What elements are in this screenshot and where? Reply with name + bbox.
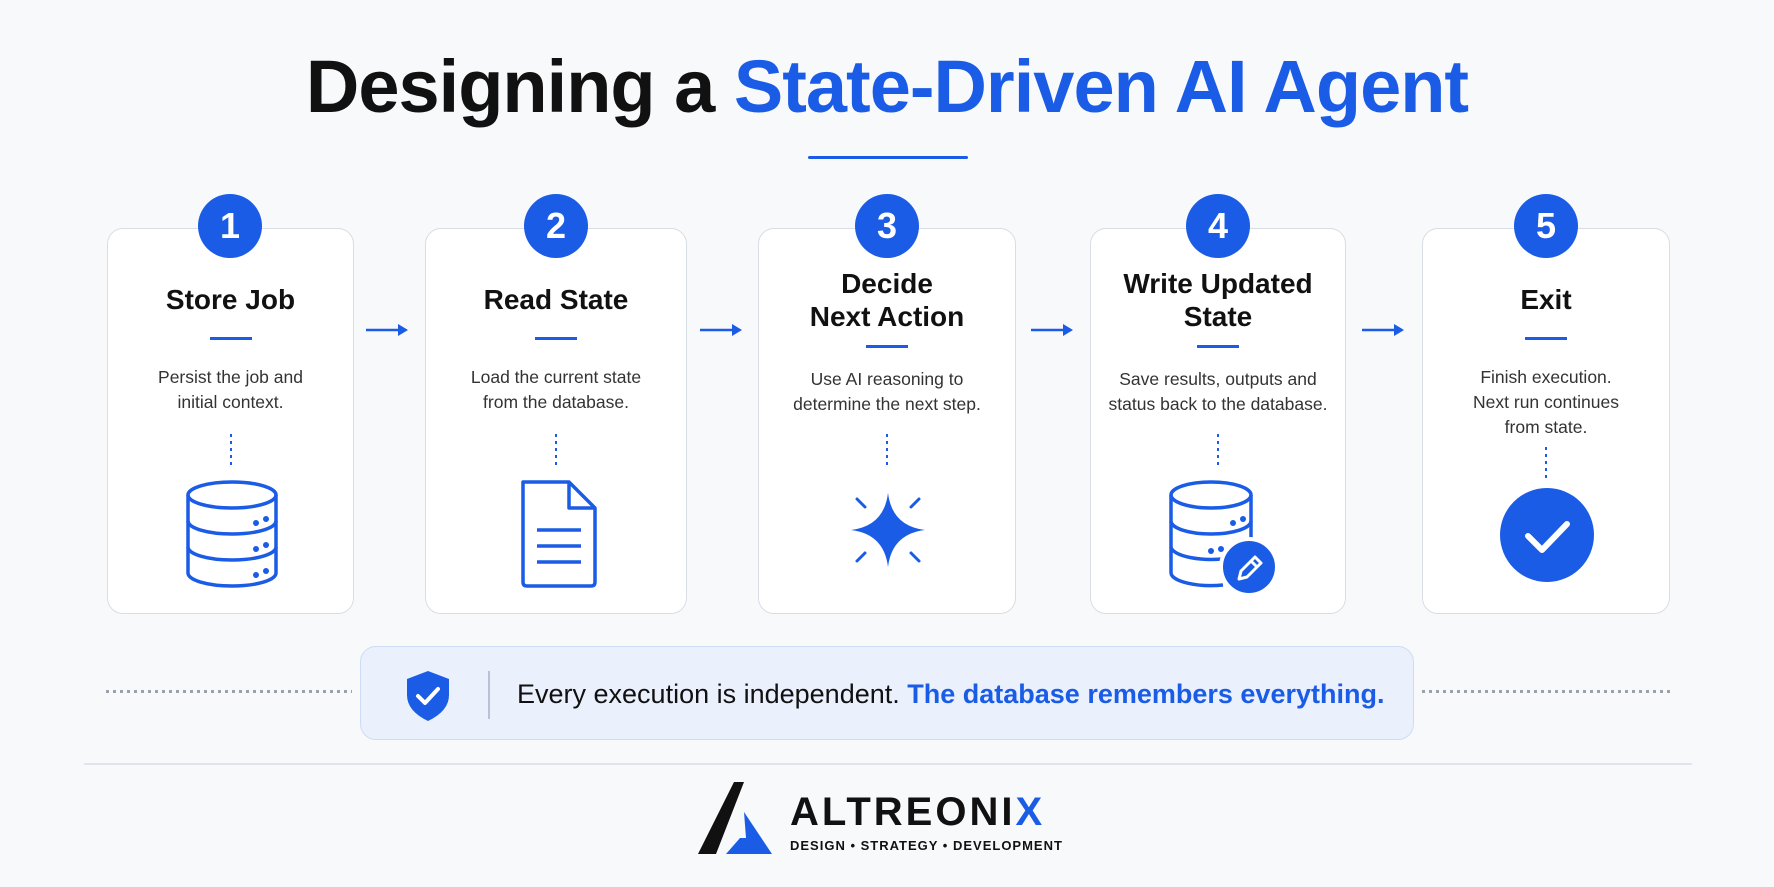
step-title-line: Read State [483,284,629,315]
step-description: Persist the job and initial context. [116,365,345,415]
step-card-store-job: Store Job Persist the job and initial co… [107,228,354,614]
banner-separator [488,671,490,719]
database-edit-icon [1169,480,1279,597]
step-description-line: Save results, outputs and [1119,369,1317,389]
step-description: Use AI reasoning to determine the next s… [767,367,1007,417]
database-icon [186,480,278,588]
step-number-badge: 5 [1514,194,1578,258]
arrow-icon [1362,324,1404,336]
step-description: Finish execution. Next run continues fro… [1431,365,1661,440]
dotted-connector [555,434,557,466]
step-description-line: Finish execution. [1480,367,1612,387]
brand-name-main: ALTREONI [790,790,1016,834]
step-title: Decide Next Action [759,267,1015,333]
dotted-divider-right [1422,690,1672,693]
key-message-banner: Every execution is independent. The data… [360,646,1414,740]
dotted-connector [229,434,232,466]
page-title: Designing a State-Driven AI Agent [0,42,1774,132]
step-description-line: from state. [1504,417,1588,437]
step-card-exit: Exit Finish execution. Next run continue… [1422,228,1670,614]
brand-name-accent: X [1015,790,1046,834]
step-description-line: initial context. [177,392,284,412]
banner-text-plain: Every execution is independent. [517,679,900,709]
step-title-line: Write Updated [1123,268,1313,299]
shield-check-icon [407,671,449,721]
step-underline [535,337,577,340]
step-underline [209,337,252,340]
brand-tagline: DESIGN • STRATEGY • DEVELOPMENT [790,838,1063,853]
document-icon [521,480,597,588]
altreonix-logo-icon [698,782,772,854]
dotted-connector [886,434,888,466]
step-card-write-updated-state: Write Updated State Save results, output… [1090,228,1346,614]
dotted-connector [1545,447,1547,479]
step-title-line: Store Job [165,284,296,315]
arrow-icon [1031,324,1073,336]
step-description-line: Next run continues [1473,392,1619,412]
step-title: Write Updated State [1091,267,1345,333]
step-number-badge: 1 [198,194,262,258]
step-underline [866,345,908,348]
dotted-divider-left [106,690,352,693]
step-description-line: Use AI reasoning to [810,369,964,389]
step-description: Save results, outputs and status back to… [1099,367,1337,417]
step-title-line: State [1183,301,1253,332]
dotted-connector [1217,434,1219,466]
title-part-accent: State-Driven AI Agent [733,45,1469,128]
brand-name: ALTREONIX [790,790,1045,834]
step-title-line: Exit [1520,284,1572,315]
step-card-decide-next-action: Decide Next Action Use AI reasoning to d… [758,228,1016,614]
step-description-line: from the database. [483,392,629,412]
step-description: Load the current state from the database… [434,365,678,415]
step-description-line: determine the next step. [793,394,981,414]
step-description-line: Load the current state [470,367,642,387]
step-underline [1525,337,1567,340]
step-number-badge: 2 [524,194,588,258]
step-underline [1197,345,1239,348]
step-number-badge: 4 [1186,194,1250,258]
step-title: Store Job [108,283,353,316]
banner-text: Every execution is independent. The data… [517,677,1384,711]
step-description-line: Persist the job and [158,367,303,387]
footer-divider [84,763,1692,765]
title-underline [808,156,968,159]
step-title: Read State [426,283,686,316]
checkmark-icon [1500,488,1594,582]
sparkle-icon [851,493,925,567]
arrow-icon [366,324,408,336]
banner-text-highlight: The database remembers everything. [907,679,1385,709]
step-title-line: Decide [841,268,933,299]
step-title-line: Next Action [809,301,965,332]
title-part-dark: Designing a [305,45,715,128]
step-description-line: status back to the database. [1108,394,1328,414]
step-number-badge: 3 [855,194,919,258]
arrow-icon [700,324,742,336]
step-card-read-state: Read State Load the current state from t… [425,228,687,614]
step-title: Exit [1423,283,1669,316]
